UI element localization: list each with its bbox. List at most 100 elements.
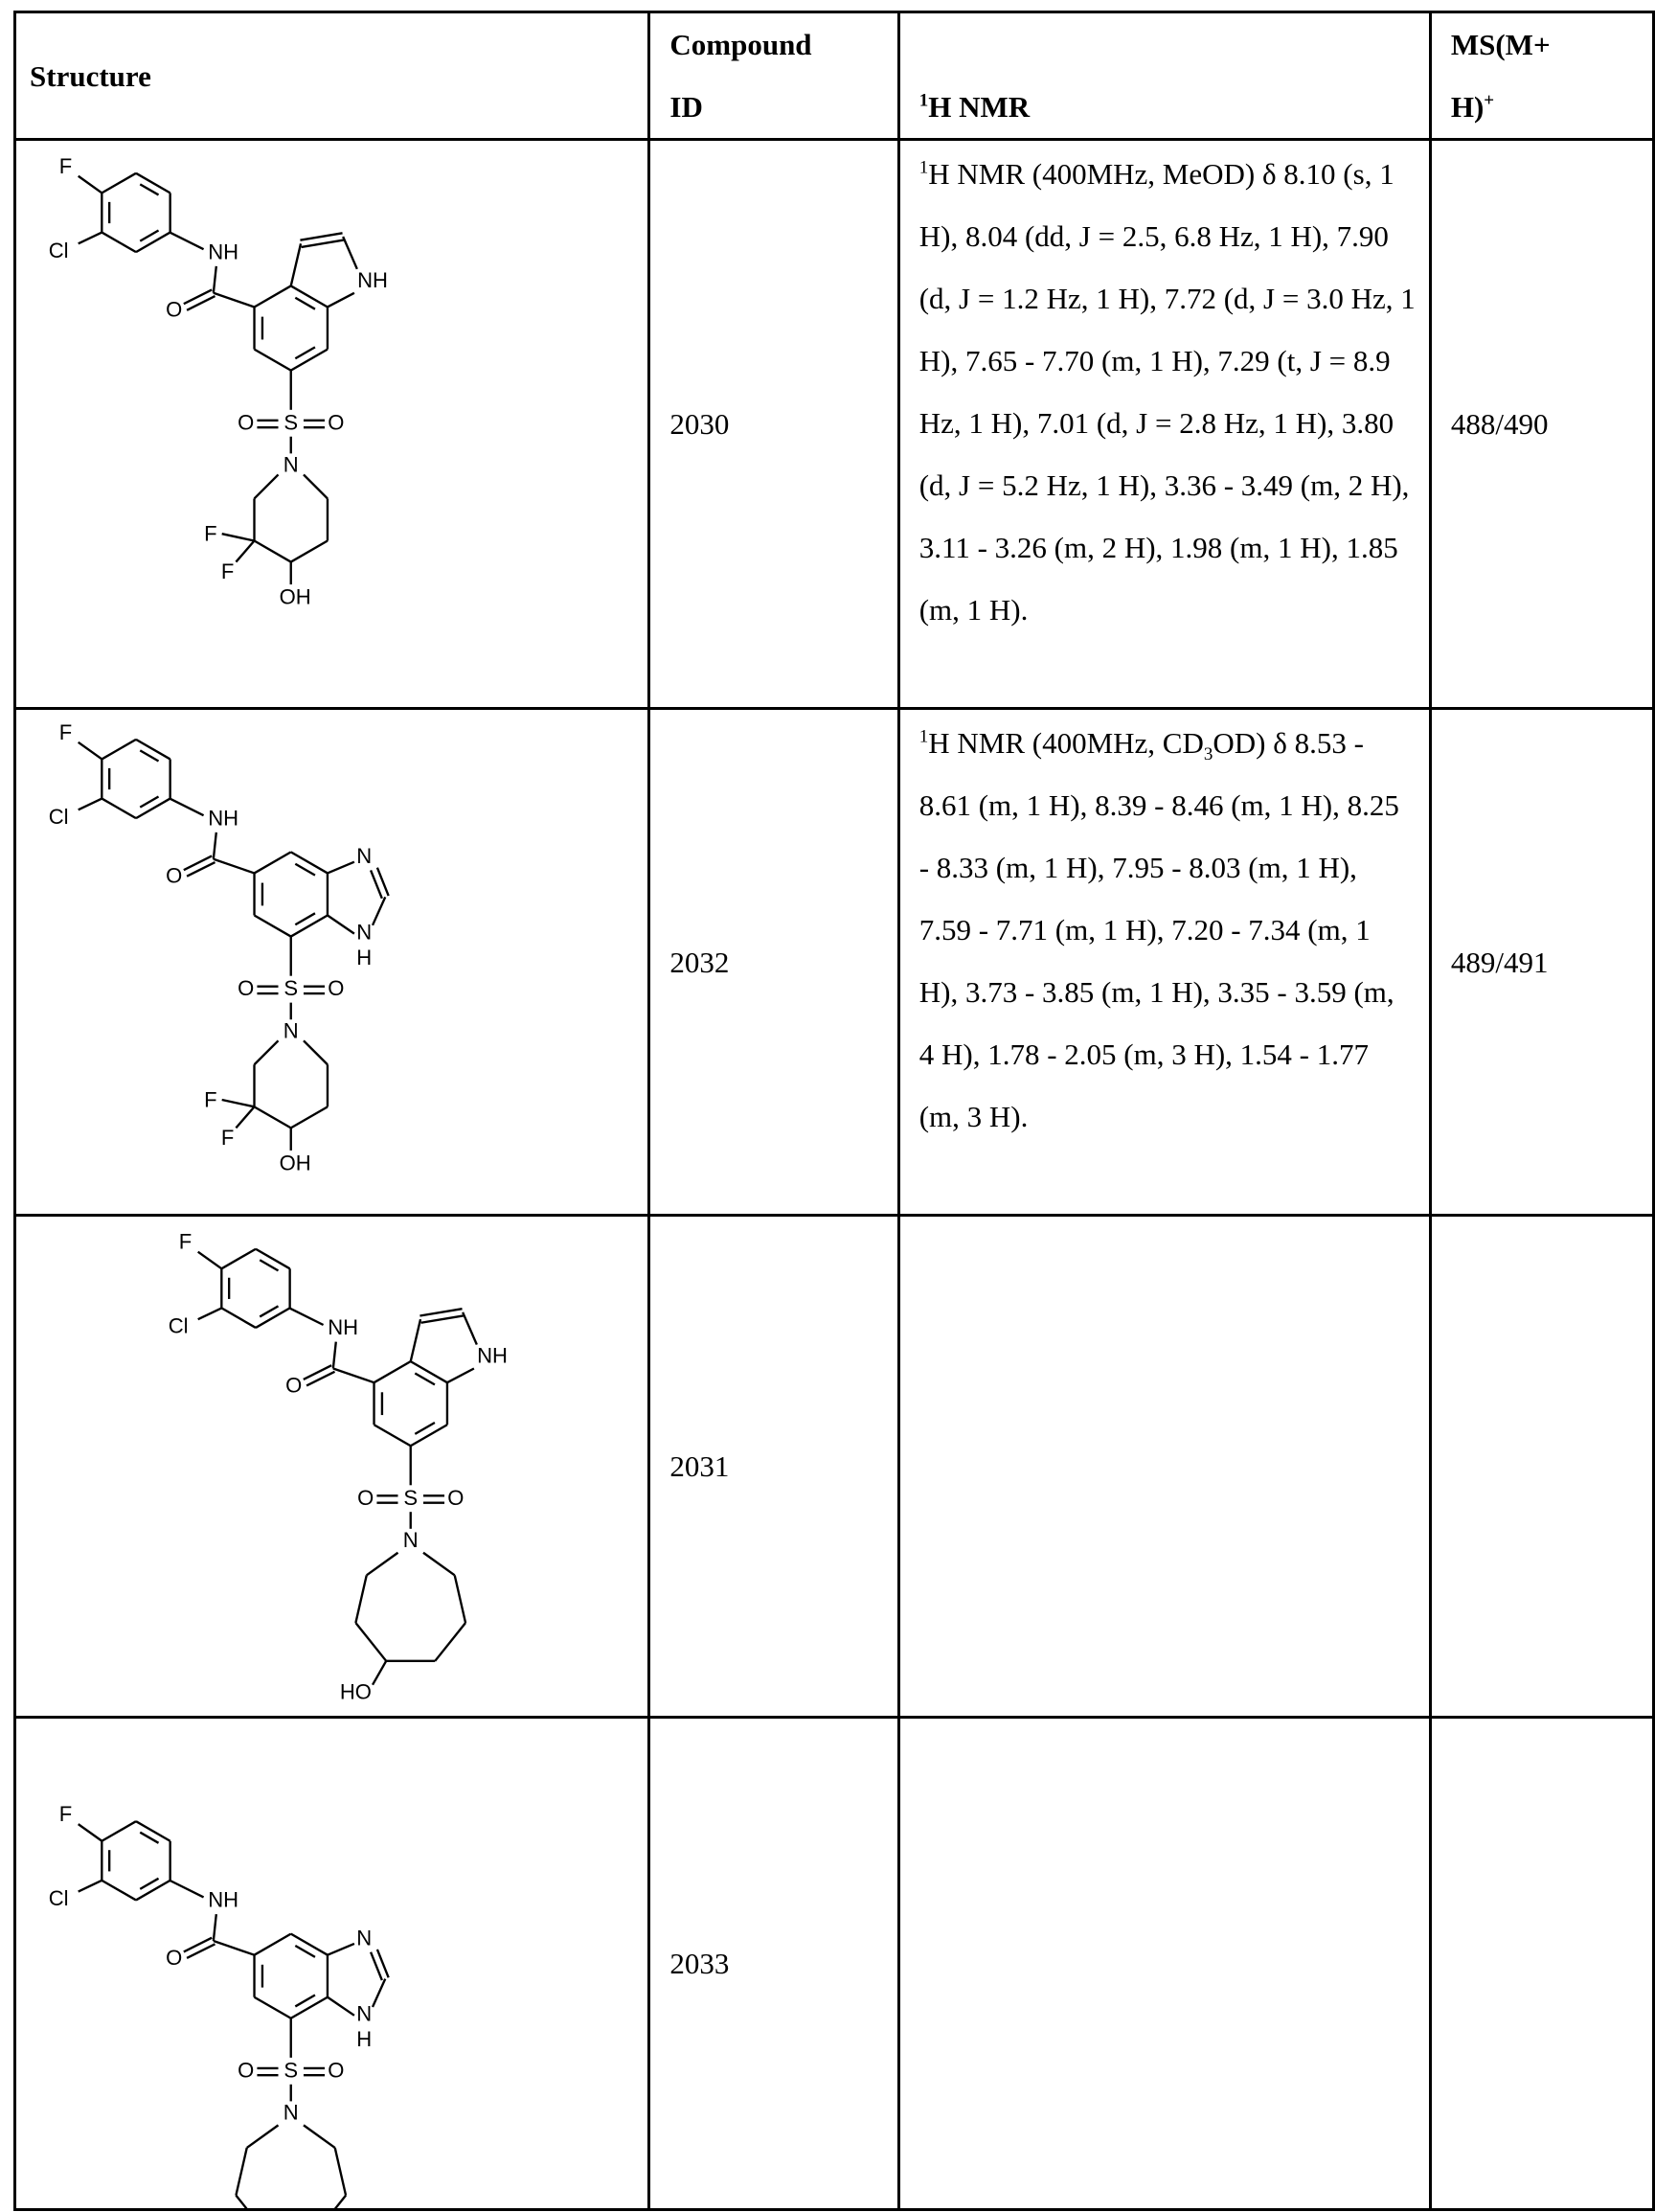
- header-ms-sup: +: [1484, 91, 1494, 111]
- nmr-data: 1H NMR (400MHz, MeOD) δ 8.10 (s, 1 H), 8…: [898, 140, 1430, 709]
- bond: [304, 2125, 335, 2148]
- imidazole-n-label: N: [356, 1926, 372, 1950]
- header-row: Structure CompoundID 1H NMR MS(M+H)+: [15, 12, 1654, 140]
- phenyl-ring: [102, 173, 136, 194]
- phenyl-ring: [102, 1821, 136, 1841]
- carbonyl-o-label: O: [285, 1373, 302, 1397]
- sulfonyl-o-label: O: [328, 976, 344, 1000]
- carbonyl-o-label: O: [166, 1946, 182, 1970]
- imidazole-n-label: N: [356, 844, 372, 868]
- sulfur-label: S: [283, 976, 298, 1000]
- header-structure: Structure: [15, 12, 649, 140]
- molecule: FClNHONHSOONHO: [169, 1230, 508, 1704]
- sulfur-label: S: [283, 2058, 298, 2082]
- piperidine-bond: [255, 541, 291, 562]
- ring-n-label: N: [403, 1528, 419, 1552]
- benzene-ring: [255, 350, 291, 371]
- bond: [328, 862, 354, 874]
- nmr-text: H NMR (400MHz, CD: [928, 726, 1204, 760]
- benzene-ring: [291, 852, 328, 873]
- bond: [447, 1369, 474, 1383]
- sulfur-label: S: [283, 410, 298, 434]
- carbonyl-bond: [187, 1944, 215, 1958]
- pyrrole-bond: [300, 233, 342, 239]
- benzene-ring: [295, 347, 315, 358]
- header-ms-line1: MS(M+: [1451, 28, 1551, 61]
- header-compound-id-line2: ID: [669, 90, 702, 124]
- bond: [328, 916, 354, 934]
- bond: [198, 1308, 222, 1319]
- bond: [328, 1944, 354, 1955]
- bond: [343, 237, 357, 269]
- bond: [328, 1997, 354, 2016]
- bond: [291, 243, 301, 285]
- bond: [423, 1553, 455, 1576]
- pyrrole-bond: [421, 1315, 464, 1322]
- ring-n-label: N: [283, 2100, 299, 2124]
- bond: [304, 474, 328, 498]
- benzene-ring: [295, 1946, 315, 1957]
- phenyl-ring: [102, 740, 136, 760]
- phenyl-ring: [256, 1249, 290, 1269]
- header-compound-id: CompoundID: [649, 12, 898, 140]
- imidazole-nh-label: N: [356, 2002, 372, 2026]
- phenyl-ring: [136, 740, 170, 760]
- benzene-ring: [291, 1997, 328, 2018]
- carbonyl-o-label: O: [166, 298, 182, 322]
- carbonyl-bond: [184, 1938, 212, 1952]
- bond: [367, 1553, 398, 1576]
- indole-nh-label: NH: [477, 1344, 508, 1368]
- bond: [222, 534, 255, 540]
- amide-nh-label: NH: [208, 1888, 238, 1912]
- structure-cell: FClNHONNHSOONFFOH: [15, 709, 649, 1216]
- bond: [79, 1824, 102, 1841]
- azepane-bond: [455, 1575, 465, 1623]
- bond: [79, 233, 102, 244]
- sulfonyl-o-label: O: [238, 410, 254, 434]
- compound-table: Structure CompoundID 1H NMR MS(M+H)+ FCl…: [13, 11, 1655, 2211]
- pyrrole-bond: [302, 240, 344, 247]
- fluorine-label: F: [59, 720, 72, 744]
- carbonyl-bond: [184, 855, 212, 870]
- header-ms-line2: H): [1451, 90, 1484, 124]
- sulfonyl-o-label: O: [238, 976, 254, 1000]
- benzene-ring: [255, 1997, 291, 2018]
- bond: [214, 859, 255, 874]
- nmr-sup: 1: [919, 727, 929, 747]
- sulfonyl-o-label: O: [238, 2058, 254, 2082]
- bond: [222, 1100, 255, 1106]
- fluorine-label: F: [221, 1126, 234, 1150]
- azepane-bond: [315, 2196, 346, 2208]
- ring-n-label: N: [283, 1018, 299, 1042]
- bond: [463, 1312, 477, 1345]
- ms-value: 488/490: [1430, 140, 1653, 709]
- nmr-sub: 3: [1204, 744, 1213, 764]
- ring-n-label: N: [283, 452, 299, 476]
- phenyl-ring: [136, 233, 170, 253]
- compound-id: 2033: [649, 1718, 898, 2210]
- structure-cell: FClNHONNHSOONHO: [15, 1718, 649, 2210]
- phenyl-ring: [221, 1249, 256, 1269]
- carbonyl-bond: [304, 1365, 331, 1380]
- bond: [373, 1979, 385, 2007]
- bond: [214, 1941, 255, 1955]
- benzene-ring: [291, 1934, 328, 1955]
- molecule: FClNHONNHSOONFFOH: [49, 720, 389, 1175]
- imidazole-h-label: H: [356, 946, 372, 969]
- fluorine-label: F: [179, 1230, 192, 1254]
- hydroxyl-label: OH: [280, 1151, 311, 1174]
- azepane-bond: [355, 1575, 366, 1623]
- benzene-ring: [295, 1995, 315, 2007]
- molecule: FClNHONNHSOONHO: [49, 1802, 389, 2208]
- benzene-ring: [255, 1934, 291, 1955]
- fluorine-label: F: [221, 559, 234, 583]
- phenyl-ring: [136, 799, 170, 819]
- bond: [289, 1308, 323, 1325]
- benzene-ring: [411, 1361, 447, 1382]
- bond: [333, 1342, 336, 1369]
- bond: [255, 474, 279, 498]
- fluorine-label: F: [59, 1802, 72, 1826]
- amide-nh-label: NH: [208, 239, 238, 263]
- chlorine-label: Cl: [49, 239, 69, 262]
- chemical-structure: FClNHONHSOONHO: [16, 1217, 636, 1716]
